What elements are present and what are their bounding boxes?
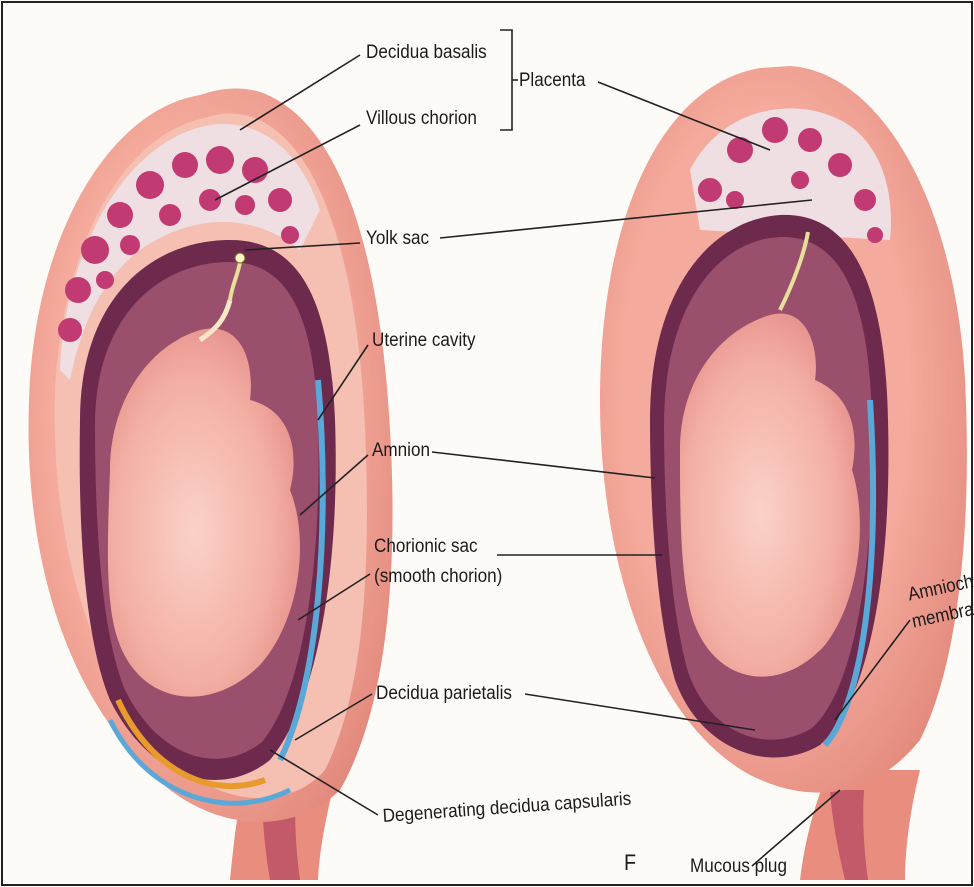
label-decidua-parietalis: Decidua parietalis [376, 683, 512, 705]
label-decidua-basalis: Decidua basalis [366, 42, 487, 64]
label-villous-chorion: Villous chorion [366, 108, 477, 130]
label-yolk-sac: Yolk sac [366, 228, 429, 250]
label-mucous-plug: Mucous plug [690, 856, 787, 878]
label-smooth-chorion: (smooth chorion) [374, 566, 502, 588]
label-chorionic-sac: Chorionic sac [374, 536, 478, 558]
label-uterine-cavity: Uterine cavity [372, 330, 476, 352]
label-amnion: Amnion [372, 440, 430, 462]
label-placenta: Placenta [519, 70, 586, 92]
left-yolk-sac [235, 253, 245, 263]
panel-letter: F [624, 850, 636, 875]
